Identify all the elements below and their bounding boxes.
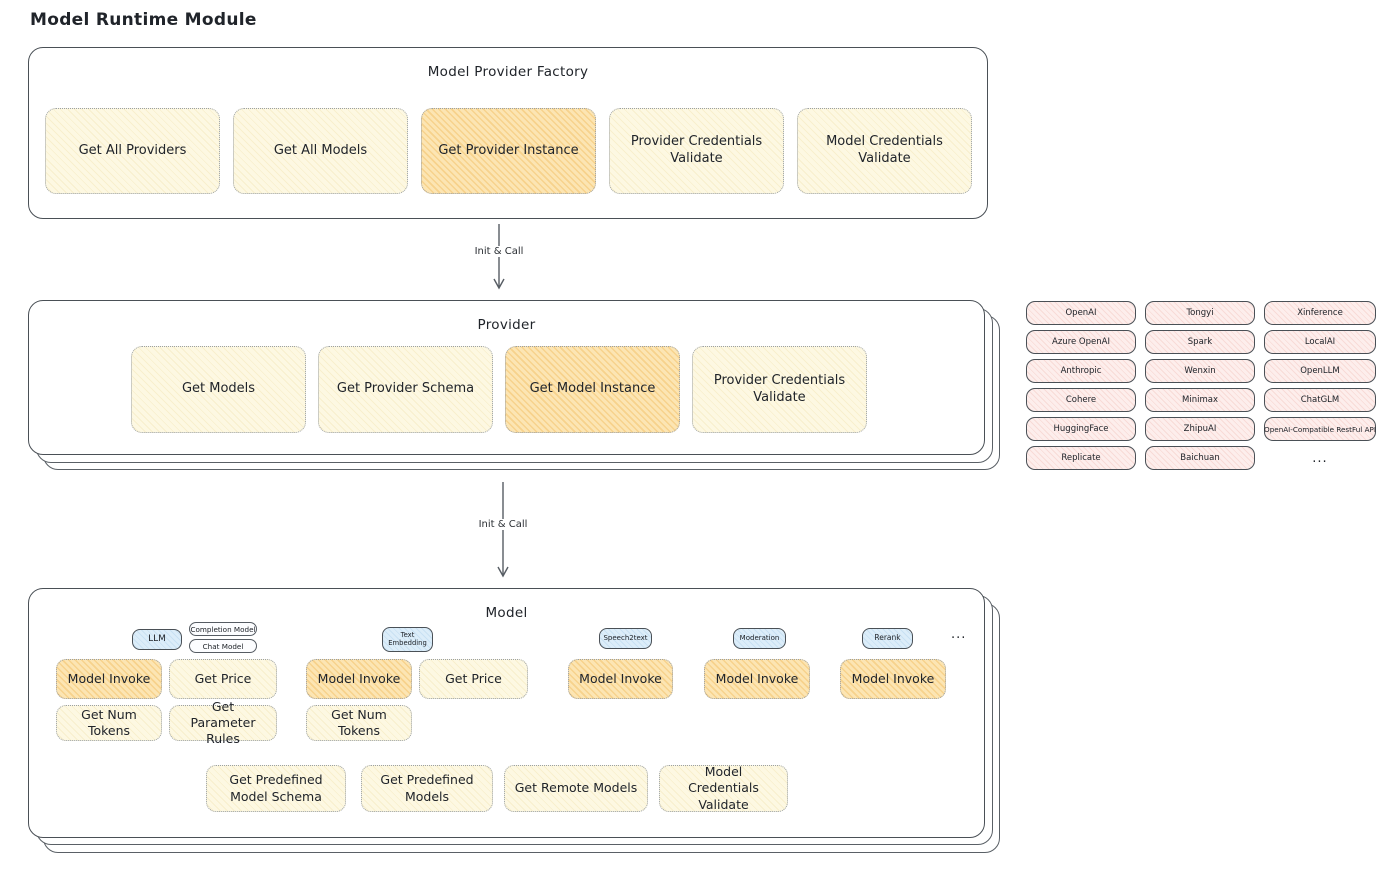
tab-speech2text: Speech2text xyxy=(599,628,652,649)
provider-chip-huggingface: HuggingFace xyxy=(1026,417,1136,441)
node-model-credentials-validate: Model Credentials Validate xyxy=(797,108,972,194)
node-get-all-models: Get All Models xyxy=(233,108,408,194)
init-call-arrow-2: Init & Call xyxy=(474,482,532,582)
node-get-provider-schema: Get Provider Schema xyxy=(318,346,493,433)
node-rerank-model-invoke: Model Invoke xyxy=(840,659,946,699)
factory-box: Model Provider Factory Get All Providers… xyxy=(28,47,988,219)
node-emb-get-num-tokens: Get Num Tokens xyxy=(306,705,412,741)
node-llm-model-invoke: Model Invoke xyxy=(56,659,162,699)
provider-chip-localai: LocalAI xyxy=(1264,330,1376,354)
provider-list: OpenAI Tongyi Xinference Azure OpenAI Sp… xyxy=(1026,301,1376,470)
provider-title: Provider xyxy=(477,317,536,333)
provider-chip-replicate: Replicate xyxy=(1026,446,1136,470)
node-llm-get-num-tokens: Get Num Tokens xyxy=(56,705,162,741)
tab-completion-model: Completion Model xyxy=(189,622,257,636)
provider-chip-tongyi: Tongyi xyxy=(1145,301,1255,325)
provider-chip-openai: OpenAI xyxy=(1026,301,1136,325)
node-provider-credentials-validate-2: Provider Credentials Validate xyxy=(692,346,867,433)
provider-chip-wenxin: Wenxin xyxy=(1145,359,1255,383)
provider-chip-anthropic: Anthropic xyxy=(1026,359,1136,383)
provider-list-more: ... xyxy=(1312,450,1328,466)
provider-chip-openai-compatible: OpenAI-Compatible RestFul API xyxy=(1264,417,1376,441)
provider-chip-xinference: Xinference xyxy=(1264,301,1376,325)
tab-rerank: Rerank xyxy=(862,628,913,649)
arrow-down-icon xyxy=(497,482,509,578)
provider-chip-chatglm: ChatGLM xyxy=(1264,388,1376,412)
provider-chip-zhipuai: ZhipuAI xyxy=(1145,417,1255,441)
node-get-predefined-model-schema: Get Predefined Model Schema xyxy=(206,765,346,812)
tab-moderation: Moderation xyxy=(733,628,786,649)
node-provider-credentials-validate: Provider Credentials Validate xyxy=(609,108,784,194)
node-get-model-instance: Get Model Instance xyxy=(505,346,680,433)
factory-title: Model Provider Factory xyxy=(427,64,589,80)
provider-box: Provider Get Models Get Provider Schema … xyxy=(28,300,985,455)
init-call-arrow-1: Init & Call xyxy=(470,224,528,294)
model-box: Model LLM Completion Model Chat Model Te… xyxy=(28,588,985,838)
arrow-label: Init & Call xyxy=(470,246,528,257)
tabs-more: ... xyxy=(951,627,967,642)
provider-chip-baichuan: Baichuan xyxy=(1145,446,1255,470)
node-get-remote-models: Get Remote Models xyxy=(504,765,648,812)
tab-text-embedding: Text Embedding xyxy=(382,627,433,652)
node-get-provider-instance: Get Provider Instance xyxy=(421,108,596,194)
node-emb-get-price: Get Price xyxy=(419,659,528,699)
node-llm-get-parameter-rules: Get Parameter Rules xyxy=(169,699,277,746)
tab-llm: LLM xyxy=(132,629,182,650)
provider-chip-azure-openai: Azure OpenAI xyxy=(1026,330,1136,354)
node-llm-get-price: Get Price xyxy=(169,659,277,699)
arrow-down-icon xyxy=(493,224,505,290)
node-get-predefined-models: Get Predefined Models xyxy=(361,765,493,812)
provider-chip-minimax: Minimax xyxy=(1145,388,1255,412)
node-model-credentials-validate-2: Model Credentials Validate xyxy=(659,764,788,812)
node-mod-model-invoke: Model Invoke xyxy=(704,659,810,699)
provider-chip-spark: Spark xyxy=(1145,330,1255,354)
node-emb-model-invoke: Model Invoke xyxy=(306,659,412,699)
page-title: Model Runtime Module xyxy=(30,10,257,30)
node-get-all-providers: Get All Providers xyxy=(45,108,220,194)
provider-chip-cohere: Cohere xyxy=(1026,388,1136,412)
node-get-models: Get Models xyxy=(131,346,306,433)
tab-chat-model: Chat Model xyxy=(189,639,257,653)
model-title: Model xyxy=(485,605,528,621)
node-s2t-model-invoke: Model Invoke xyxy=(568,659,673,699)
arrow-label: Init & Call xyxy=(474,519,532,530)
provider-chip-openllm: OpenLLM xyxy=(1264,359,1376,383)
